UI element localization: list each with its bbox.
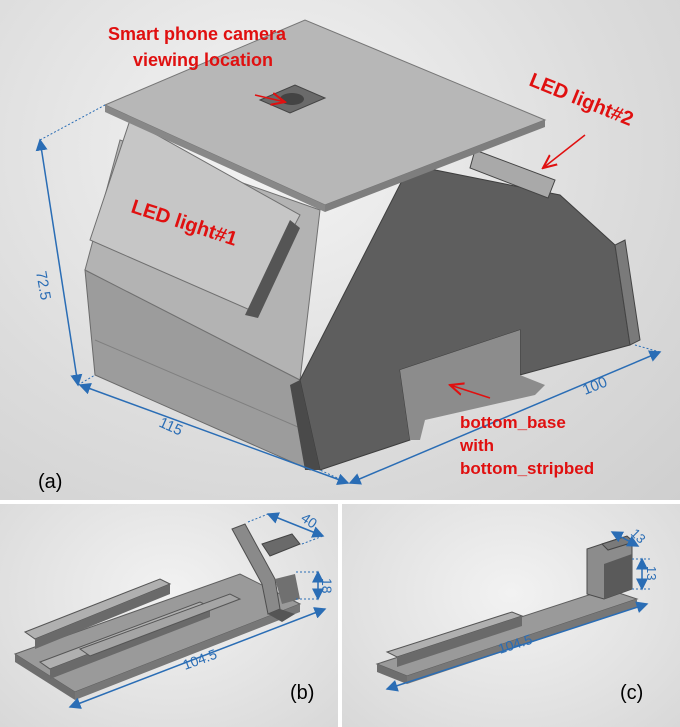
led2-arrow <box>543 134 586 168</box>
camera-lens <box>280 93 304 105</box>
base-label-line1: bottom_base <box>460 413 566 432</box>
top-lid-edge-right <box>325 120 545 212</box>
right-edge-strip <box>614 239 641 346</box>
camera-label-line2: viewing location <box>133 50 273 70</box>
top-lid-edge <box>105 105 325 212</box>
panel-a: 72.5 115 100 Smart phone camera viewing … <box>0 0 680 500</box>
base-label-line3: bottom_stripbed <box>460 459 594 478</box>
panel-b: 104.5 40 18 (b) <box>0 504 338 727</box>
base-label-line2: with <box>459 436 494 455</box>
led-light-1-panel <box>89 119 301 311</box>
dimension-side-b: 18 <box>296 570 335 601</box>
bottom-stripbed-view: 104.5 13 13 (c) <box>375 526 659 704</box>
top-tab <box>261 533 301 557</box>
panel-a-letter: (a) <box>38 471 62 493</box>
side-value-b: 18 <box>319 578 335 594</box>
panel-b-letter: (b) <box>290 682 314 704</box>
panel-c: 104.5 13 13 (c) <box>342 504 680 727</box>
dimension-side-c: 13 <box>632 557 659 591</box>
strip-plate <box>375 588 639 677</box>
led-light-1-slot <box>245 220 300 318</box>
depth-value: 100 <box>580 374 610 399</box>
camera-label-line1: Smart phone camera <box>108 24 287 44</box>
bottom-base-view: 104.5 40 18 (b) <box>13 509 335 709</box>
width-value: 115 <box>156 414 185 439</box>
base-arrow <box>450 385 491 399</box>
dimension-height: 72.5 <box>32 104 106 387</box>
side-value-c: 13 <box>644 566 659 580</box>
camera-arrow <box>254 95 285 102</box>
enclosure-3d-view: 72.5 115 100 Smart phone camera viewing … <box>32 19 662 493</box>
height-value: 72.5 <box>32 270 54 302</box>
led-light-2-slot <box>469 149 556 199</box>
panel-c-letter: (c) <box>620 682 643 704</box>
